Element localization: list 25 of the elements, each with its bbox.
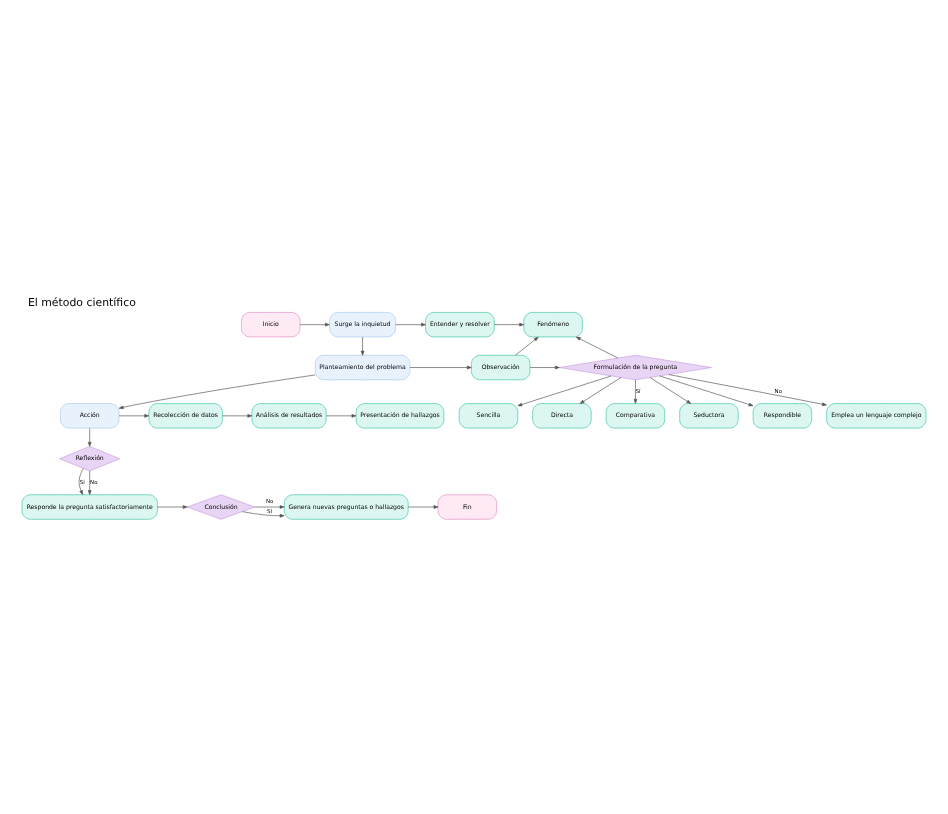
arrow <box>633 379 638 404</box>
arrow <box>649 377 692 404</box>
arrow <box>118 374 316 410</box>
arrow <box>668 374 827 406</box>
arrow <box>515 336 539 356</box>
arrow <box>493 322 525 327</box>
arrow <box>529 365 560 370</box>
arrow <box>659 375 754 407</box>
arrow <box>78 468 84 495</box>
arrow <box>242 511 285 518</box>
arrow <box>326 414 357 418</box>
arrow <box>395 322 426 327</box>
arrow <box>579 377 622 404</box>
arrow <box>222 414 253 418</box>
arrow <box>299 322 330 327</box>
arrow <box>517 375 612 407</box>
arrow <box>407 505 439 509</box>
arrow <box>87 470 92 495</box>
arrow <box>409 365 472 370</box>
arrow <box>118 414 150 418</box>
arrow <box>87 427 92 447</box>
arrow <box>157 505 188 509</box>
arrow <box>254 505 285 509</box>
arrow <box>360 336 365 356</box>
arrow <box>575 336 619 359</box>
